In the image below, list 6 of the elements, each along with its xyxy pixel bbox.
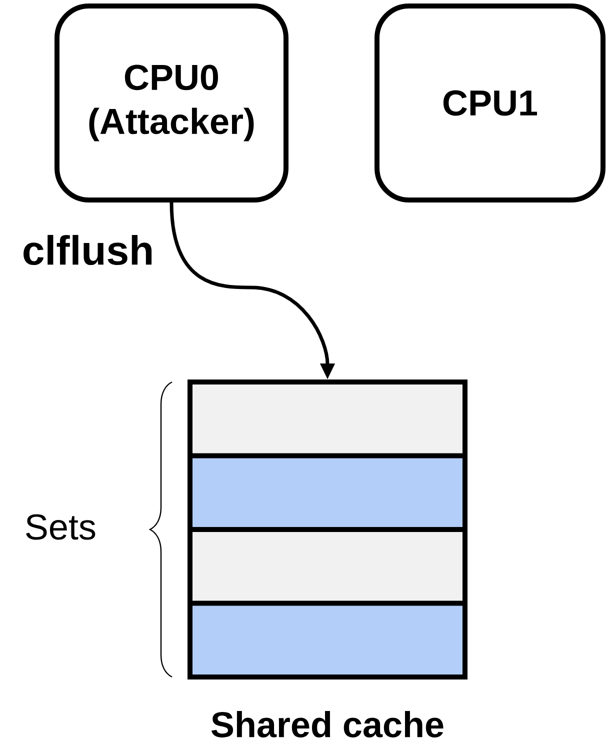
cpu-box: CPU1 [374, 4, 606, 202]
brace-label: Sets [26, 514, 96, 540]
cache-label: Shared cache [211, 711, 444, 738]
cache-drawing [188, 380, 468, 680]
edge-label: clflush [24, 234, 152, 266]
cpu-box: CPU0 (Attacker) [54, 4, 288, 202]
